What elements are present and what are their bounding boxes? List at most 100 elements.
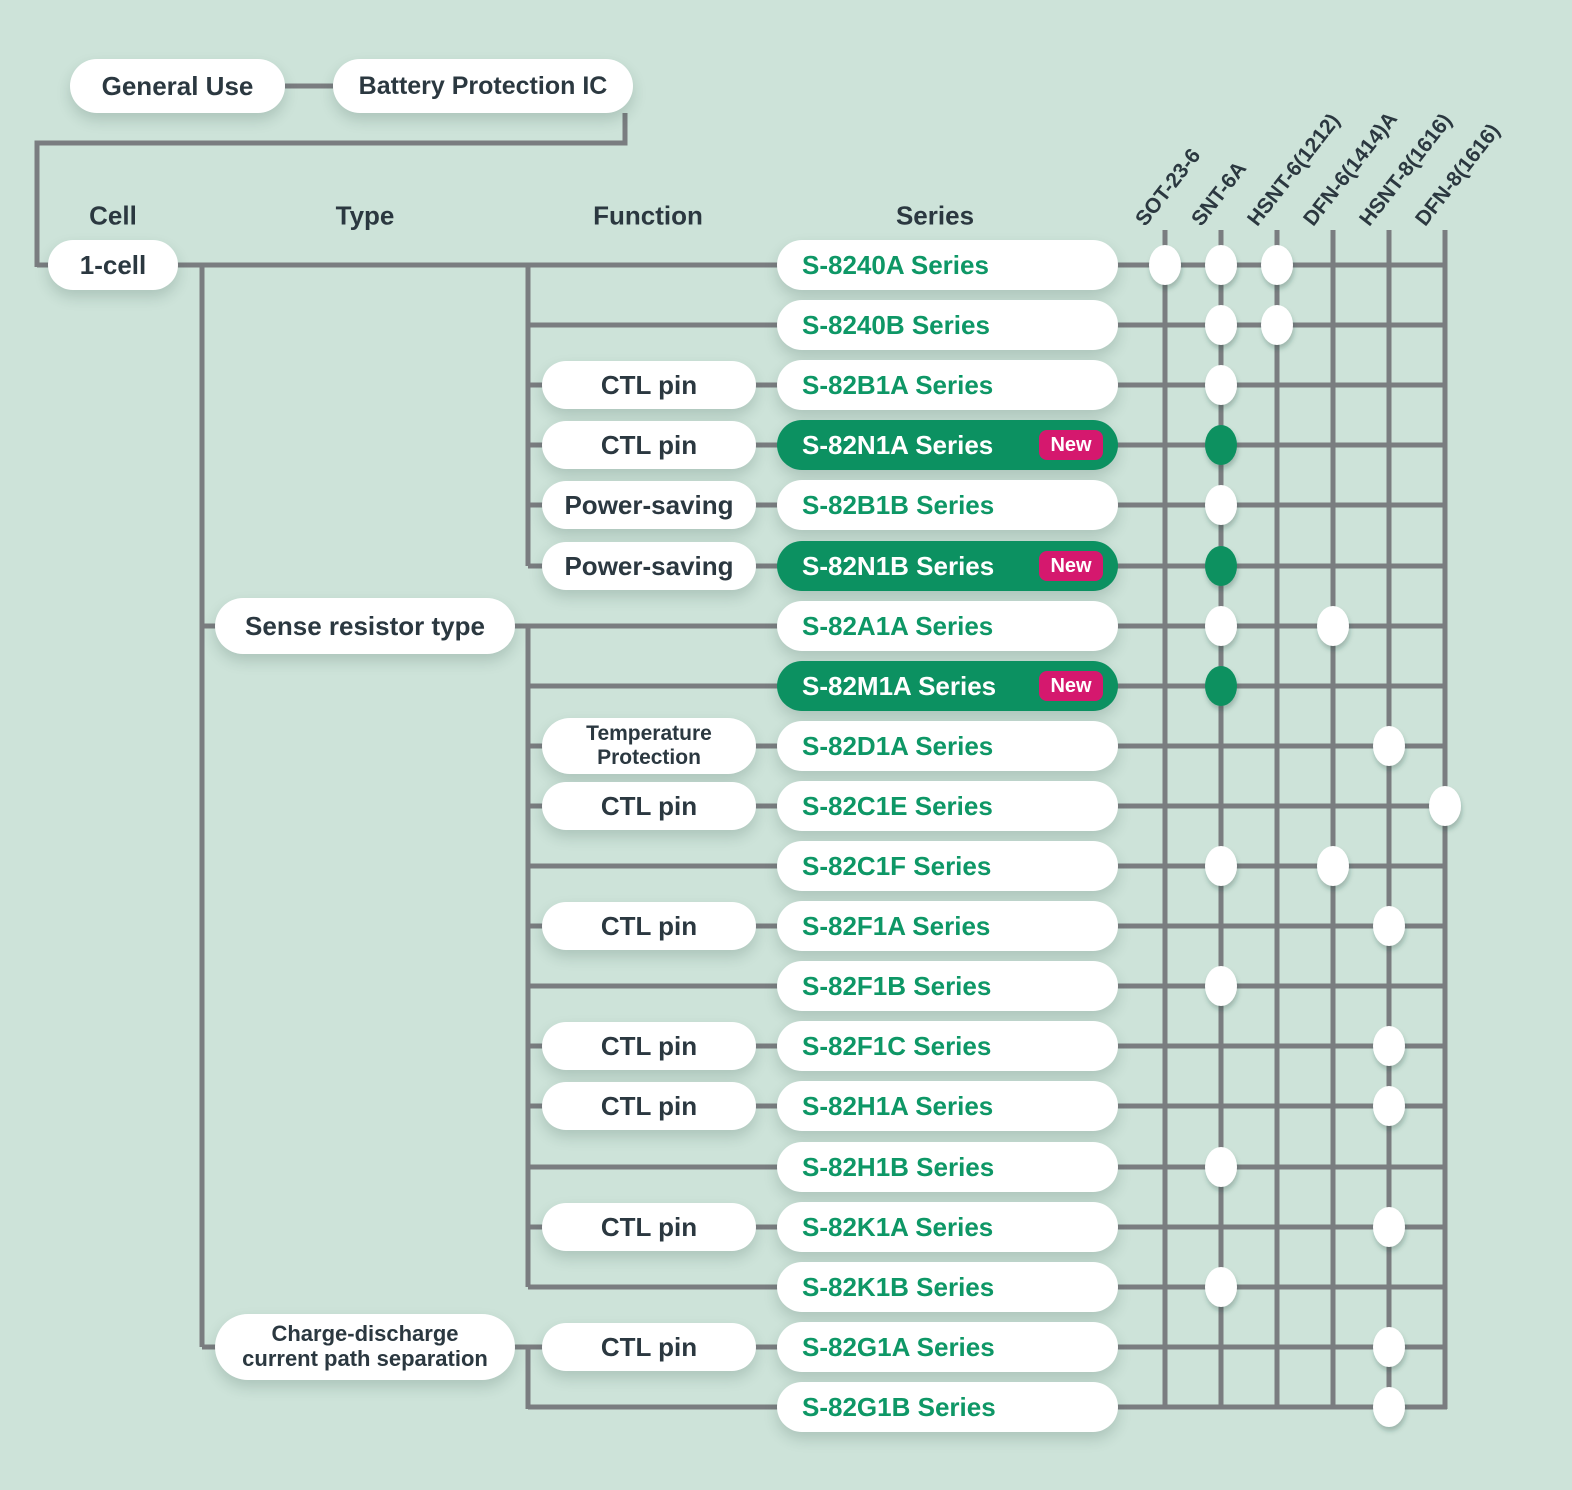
series-node-label: S-82D1A Series [802, 730, 994, 761]
column-header-series: Series [895, 200, 975, 231]
series-node-label: S-82F1C Series [802, 1030, 992, 1061]
package-dot-s-82b1b-series-snt-6a [1205, 485, 1237, 525]
series-node-label: S-82A1A Series [802, 610, 994, 641]
package-dot-s-82n1a-series-snt-6a [1205, 425, 1237, 465]
package-dot-s-82g1a-series-hsnt-8-1616 [1373, 1327, 1405, 1367]
node-1-cell: 1-cell [48, 240, 178, 290]
function-node-ctl-pin: CTL pin [542, 782, 756, 830]
series-node-s-82n1a-series[interactable]: S-82N1A Series New [777, 420, 1118, 470]
function-node-label-line: Temperature [586, 722, 712, 746]
series-node-s-82f1b-series[interactable]: S-82F1B Series [777, 961, 1118, 1011]
package-dot-s-82f1c-series-hsnt-8-1616 [1373, 1026, 1405, 1066]
connector-elbow-root [34, 113, 628, 267]
series-node-s-8240a-series[interactable]: S-8240A Series [777, 240, 1118, 290]
function-node-label-line: Power-saving [564, 550, 734, 581]
series-node-label: S-82C1F Series [802, 850, 992, 881]
package-dot-s-8240b-series-snt-6a [1205, 305, 1237, 345]
package-dot-s-82n1b-series-snt-6a [1205, 546, 1237, 586]
function-node-power-saving: Power-saving [542, 542, 756, 590]
series-node-s-82h1a-series[interactable]: S-82H1A Series [777, 1081, 1118, 1131]
series-node-label: S-82N1B Series [802, 550, 995, 581]
package-dot-s-82d1a-series-hsnt-8-1616 [1373, 726, 1405, 766]
series-node-label: S-82F1A Series [802, 910, 991, 941]
series-node-label: S-82B1A Series [802, 369, 994, 400]
function-node-label-line: CTL pin [600, 1331, 698, 1362]
series-node-s-82a1a-series[interactable]: S-82A1A Series [777, 601, 1118, 651]
series-node-s-82g1a-series[interactable]: S-82G1A Series [777, 1322, 1118, 1372]
function-node-label-line: CTL pin [600, 790, 698, 821]
node-general-use[interactable]: General Use [70, 59, 285, 113]
package-dot-s-82a1a-series-dfn-6-1414-a [1317, 606, 1349, 646]
series-node-s-82c1f-series[interactable]: S-82C1F Series [777, 841, 1118, 891]
function-node-label-line: CTL pin [600, 1030, 698, 1061]
function-node-label-line: CTL pin [600, 1090, 698, 1121]
series-node-s-82k1a-series[interactable]: S-82K1A Series [777, 1202, 1118, 1252]
package-dot-s-8240a-series-sot-23-6 [1149, 245, 1181, 285]
package-dot-s-82c1f-series-dfn-6-1414-a [1317, 846, 1349, 886]
series-node-s-82g1b-series[interactable]: S-82G1B Series [777, 1382, 1118, 1432]
series-node-label: S-8240B Series [802, 309, 990, 340]
function-node-label-line: CTL pin [600, 1211, 698, 1242]
package-dot-s-82m1a-series-snt-6a [1205, 666, 1237, 706]
type-node-label-line: current path separation [242, 1346, 488, 1371]
series-node-s-82b1b-series[interactable]: S-82B1B Series [777, 480, 1118, 530]
function-node-label-line: CTL pin [600, 910, 698, 941]
type-node-label-line: Charge-discharge [271, 1321, 459, 1347]
function-node-label-line: Protection [597, 746, 701, 769]
package-dot-s-82c1f-series-snt-6a [1205, 846, 1237, 886]
package-dot-s-8240b-series-hsnt-6-1212 [1261, 305, 1293, 345]
series-node-label: S-82F1B Series [802, 970, 992, 1001]
function-node-ctl-pin: CTL pin [542, 421, 756, 469]
function-node-power-saving: Power-saving [542, 481, 756, 529]
new-badge: New [1039, 430, 1103, 460]
series-node-s-8240b-series[interactable]: S-8240B Series [777, 300, 1118, 350]
package-dot-s-82k1b-series-snt-6a [1205, 1267, 1237, 1307]
package-dot-s-82h1a-series-hsnt-8-1616 [1373, 1086, 1405, 1126]
column-header-type: Type [335, 200, 395, 231]
package-dot-s-82a1a-series-snt-6a [1205, 606, 1237, 646]
series-node-label: S-82G1A Series [802, 1331, 995, 1362]
series-node-label: S-82G1B Series [802, 1391, 996, 1422]
type-node-sense-resistor-type: Sense resistor type [215, 598, 515, 654]
series-node-s-82h1b-series[interactable]: S-82H1B Series [777, 1142, 1118, 1192]
series-node-s-82n1b-series[interactable]: S-82N1B Series New [777, 541, 1118, 591]
new-badge: New [1039, 671, 1103, 701]
series-node-label: S-82N1A Series [802, 429, 994, 460]
column-header-function: Function [593, 200, 703, 231]
function-node-ctl-pin: CTL pin [542, 1022, 756, 1070]
series-node-s-82f1a-series[interactable]: S-82F1A Series [777, 901, 1118, 951]
package-dot-s-82h1b-series-snt-6a [1205, 1147, 1237, 1187]
series-node-s-82b1a-series[interactable]: S-82B1A Series [777, 360, 1118, 410]
series-node-label: S-8240A Series [802, 249, 989, 280]
series-node-label: S-82H1B Series [802, 1151, 995, 1182]
package-dot-s-8240a-series-snt-6a [1205, 245, 1237, 285]
function-node-ctl-pin: CTL pin [542, 902, 756, 950]
node-battery-protection-ic[interactable]: Battery Protection IC [333, 59, 633, 113]
function-node-ctl-pin: CTL pin [542, 361, 756, 409]
package-dot-s-82c1e-series-dfn-8-1616 [1429, 786, 1461, 826]
package-dot-s-82f1b-series-snt-6a [1205, 966, 1237, 1006]
package-dot-s-82g1b-series-hsnt-8-1616 [1373, 1387, 1405, 1427]
function-node-label-line: CTL pin [600, 429, 698, 460]
function-node-ctl-pin: CTL pin [542, 1203, 756, 1251]
type-node-label-line: Sense resistor type [245, 610, 485, 641]
package-dot-s-82b1a-series-snt-6a [1205, 365, 1237, 405]
function-node-ctl-pin: CTL pin [542, 1323, 756, 1371]
series-node-s-82d1a-series[interactable]: S-82D1A Series [777, 721, 1118, 771]
series-node-label: S-82C1E Series [802, 790, 993, 821]
series-node-label: S-82K1A Series [802, 1211, 994, 1242]
series-node-s-82k1b-series[interactable]: S-82K1B Series [777, 1262, 1118, 1312]
series-node-label: S-82B1B Series [802, 489, 995, 520]
function-node-label-line: CTL pin [600, 369, 698, 400]
series-node-s-82c1e-series[interactable]: S-82C1E Series [777, 781, 1118, 831]
column-header-cell: Cell [89, 200, 137, 231]
new-badge: New [1039, 551, 1103, 581]
function-node-ctl-pin: CTL pin [542, 1082, 756, 1130]
series-node-label: S-82K1B Series [802, 1271, 995, 1302]
package-dot-s-8240a-series-hsnt-6-1212 [1261, 245, 1293, 285]
series-node-s-82f1c-series[interactable]: S-82F1C Series [777, 1021, 1118, 1071]
function-node-label-line: Power-saving [564, 489, 734, 520]
